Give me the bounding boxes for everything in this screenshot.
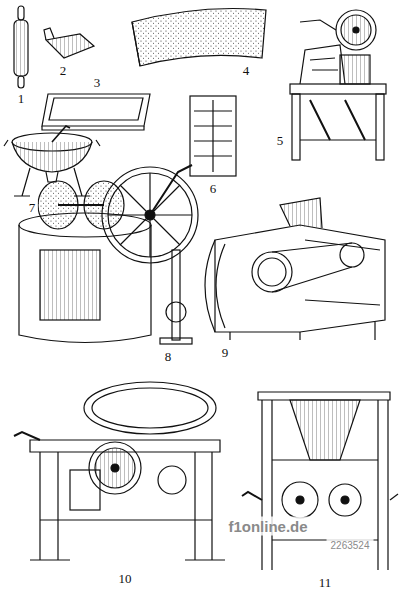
callout-number: 11: [317, 575, 334, 590]
callout-number: 7: [27, 200, 38, 215]
callout-number: 8: [163, 349, 174, 364]
callout-number: 10: [117, 571, 134, 586]
mold-grid: [190, 96, 236, 176]
callout-number: 9: [220, 345, 231, 360]
callout-number: 6: [208, 181, 219, 196]
roller-frame: [242, 392, 398, 570]
callout-number: 5: [275, 133, 286, 148]
callout-number: 4: [241, 63, 252, 78]
callout-number: 2: [58, 63, 69, 78]
belt-machine: [205, 198, 385, 340]
crusher-machine: [14, 382, 225, 560]
callout-number: 3: [92, 75, 103, 90]
watermark: f1online.de: [224, 517, 311, 536]
rolling-pin: [14, 6, 28, 88]
press-machine: [290, 10, 386, 160]
callout-number: 1: [16, 91, 27, 106]
mill: [19, 165, 198, 344]
watermark-id: 2263524: [327, 539, 374, 553]
tray: [42, 94, 150, 130]
curved-slab: [132, 9, 266, 67]
scoop: [44, 28, 94, 58]
